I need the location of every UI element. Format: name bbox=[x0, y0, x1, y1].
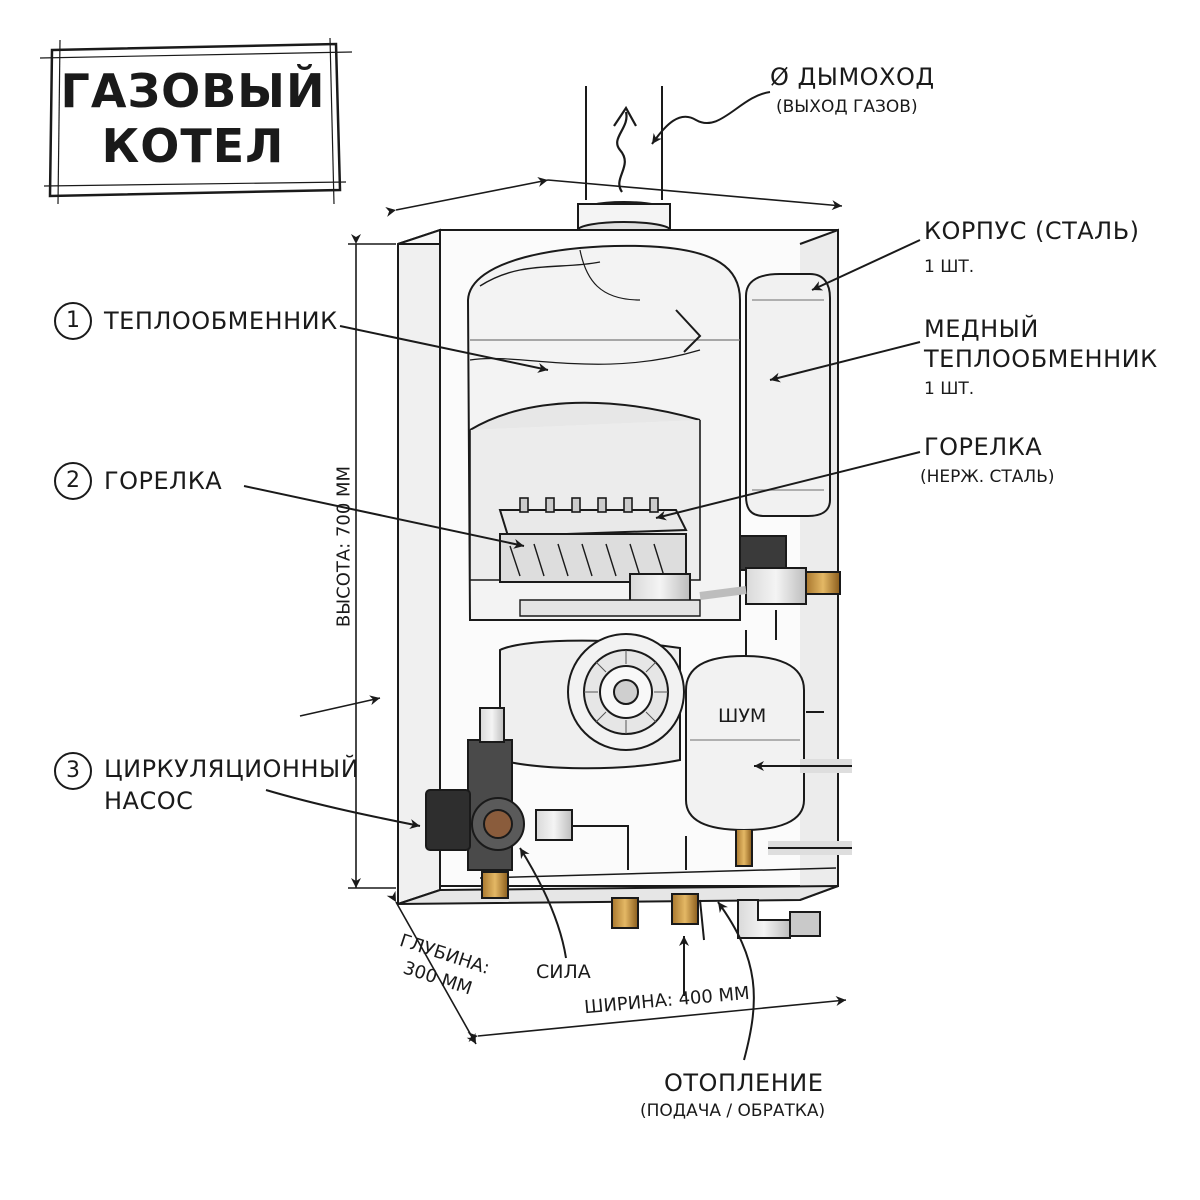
power-label: СИЛА bbox=[536, 961, 591, 983]
copper-hx-label-line2: ТЕПЛООБМЕННИК bbox=[924, 345, 1158, 373]
gas-valve bbox=[699, 535, 841, 605]
item-1-label: ТЕПЛООБМЕННИК bbox=[104, 307, 338, 335]
copper-hx-qty: 1 ШТ. bbox=[924, 379, 975, 399]
expansion-tank bbox=[685, 654, 805, 867]
title-frame bbox=[39, 37, 353, 205]
chimney-sublabel: (ВЫХОД ГАЗОВ) bbox=[776, 97, 918, 117]
circulation-pump bbox=[425, 707, 573, 899]
heating-label: ОТОПЛЕНИЕ bbox=[664, 1069, 824, 1097]
flue-gas-arrow-icon bbox=[613, 105, 637, 193]
item-3-label-line2: НАСОС bbox=[104, 787, 194, 815]
copper-heat-exchanger bbox=[745, 273, 831, 517]
chimney-pipe bbox=[577, 86, 671, 239]
item-2-number: 2 bbox=[54, 462, 92, 500]
item-3-number: 3 bbox=[54, 752, 92, 790]
casing-label: КОРПУС (СТАЛЬ) bbox=[924, 217, 1140, 245]
item-2-label: ГОРЕЛКА bbox=[104, 467, 223, 495]
copper-hx-label-line1: МЕДНЫЙ bbox=[924, 315, 1039, 343]
fan-blower bbox=[499, 633, 685, 770]
heating-sublabel: (ПОДАЧА / ОБРАТКА) bbox=[640, 1101, 826, 1121]
burner bbox=[498, 497, 701, 617]
burner-right-label: ГОРЕЛКА bbox=[924, 433, 1043, 461]
noise-label: ШУМ bbox=[718, 705, 767, 727]
leader-lines bbox=[243, 239, 921, 1061]
title-line-1: ГАЗОВЫЙ bbox=[60, 64, 326, 118]
height-dimension-label: ВЫСОТА: 700 ММ bbox=[333, 465, 355, 628]
burner-right-sublabel: (НЕРЖ. СТАЛЬ) bbox=[920, 467, 1055, 487]
title-box: ГАЗОВЫЙ КОТЕЛ bbox=[48, 46, 338, 194]
dimension-lines bbox=[299, 177, 847, 1045]
title-line-2: КОТЕЛ bbox=[101, 119, 285, 174]
chimney-label: Ø ДЫМОХОД bbox=[770, 63, 935, 91]
item-3-label-line1: ЦИРКУЛЯЦИОННЫЙ bbox=[104, 755, 360, 783]
bottom-connections bbox=[611, 893, 821, 939]
chimney-leader bbox=[651, 91, 771, 145]
casing-qty: 1 ШТ. bbox=[924, 257, 975, 277]
diagram-title: ГАЗОВЫЙ КОТЕЛ bbox=[48, 64, 338, 174]
item-1-number: 1 bbox=[54, 302, 92, 340]
